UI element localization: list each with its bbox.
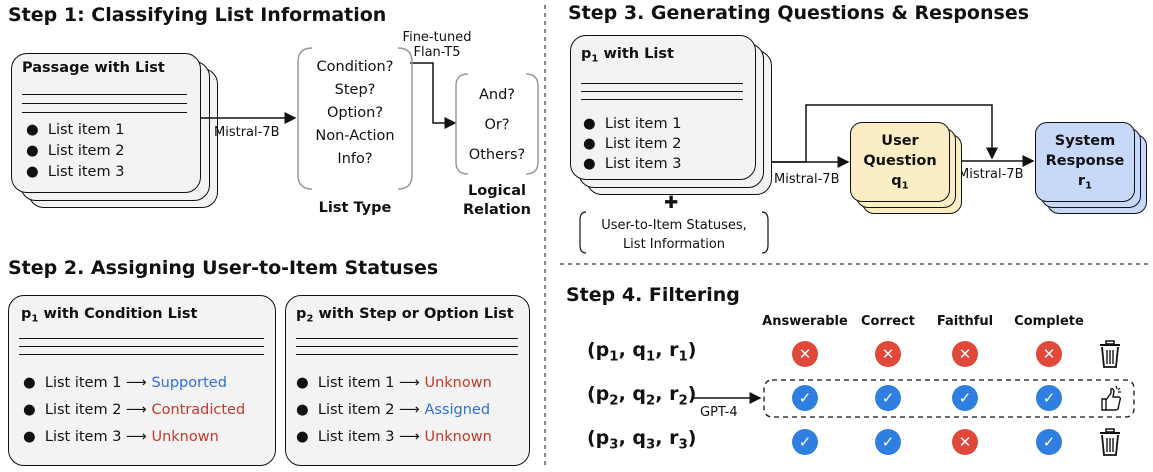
list-type-label: List Type	[318, 200, 392, 216]
judge-label: GPT-4	[700, 405, 738, 420]
divider	[19, 354, 264, 355]
divider	[581, 83, 743, 84]
list-item: ● List item 3	[26, 164, 125, 180]
status-row: ● List item 2 ⟶ Contradicted	[23, 402, 246, 418]
status-row: ● List item 3 ⟶ Unknown	[296, 429, 492, 445]
step2-title: Step 2. Assigning User-to-Item Statuses	[8, 257, 439, 279]
divider	[296, 354, 518, 355]
list-item: ● List item 2	[26, 143, 125, 159]
divider	[296, 346, 518, 347]
brace	[397, 47, 413, 190]
card-title: p2 with Step or Option List	[296, 306, 514, 325]
triple-label: (p2, q2, r2)	[587, 383, 697, 409]
brace	[297, 47, 313, 190]
passage-card: Passage with List ● List item 1 ● List i…	[11, 53, 201, 193]
status-row: ● List item 1 ⟶ Unknown	[296, 375, 492, 391]
divider	[581, 99, 743, 100]
divider	[22, 103, 187, 104]
cross-icon: ✕	[875, 341, 901, 367]
list-item: ● List item 1	[26, 122, 125, 138]
triple-label: (p1, q1, r1)	[587, 339, 697, 365]
triple-label: (p3, q3, r3)	[587, 427, 697, 453]
check-icon: ✓	[792, 429, 818, 455]
check-icon: ✓	[952, 385, 978, 411]
column-header-faithful: Faithful	[936, 314, 994, 329]
model-label: Mistral-7B	[774, 172, 840, 187]
step-option-list-card: p2 with Step or Option List ● List item …	[285, 295, 530, 466]
divider	[19, 346, 264, 347]
step4-title: Step 4. Filtering	[566, 284, 740, 306]
list-item: ● List item 1	[583, 116, 682, 132]
list-item: ● List item 3	[583, 156, 682, 172]
brace	[761, 211, 769, 254]
check-icon: ✓	[1036, 429, 1062, 455]
divider	[581, 91, 743, 92]
passing-row-box	[763, 379, 1135, 418]
card-title: p1 with Condition List	[21, 306, 198, 325]
trash-icon	[1098, 339, 1122, 369]
brace	[525, 73, 539, 175]
status-row: ● List item 1 ⟶ Supported	[23, 375, 227, 391]
cross-icon: ✕	[952, 341, 978, 367]
check-icon: ✓	[1036, 385, 1062, 411]
model-label: Mistral-7B	[958, 167, 1024, 182]
divider	[296, 338, 518, 339]
check-icon: ✓	[792, 385, 818, 411]
thumbs-up-icon	[1096, 383, 1124, 413]
divider	[22, 94, 187, 95]
condition-list-card: p1 with Condition List ● List item 1 ⟶ S…	[8, 295, 276, 466]
brace	[579, 211, 587, 254]
card-title: p1 with List	[581, 46, 674, 65]
trash-icon	[1098, 427, 1122, 457]
column-header-correct: Correct	[860, 314, 916, 329]
list-item: ● List item 2	[583, 136, 682, 152]
cross-icon: ✕	[1036, 341, 1062, 367]
plus-icon: ✚	[664, 193, 679, 213]
step1-title: Step 1: Classifying List Information	[8, 4, 387, 26]
model-label: Mistral-7B	[214, 125, 280, 140]
status-row: ● List item 3 ⟶ Unknown	[23, 429, 219, 445]
extra-inputs: User-to-Item Statuses,List Information	[601, 218, 747, 252]
divider	[19, 338, 264, 339]
check-icon: ✓	[875, 429, 901, 455]
cross-icon: ✕	[792, 341, 818, 367]
column-header-complete: Complete	[1014, 314, 1084, 329]
list-type-options: Condition? Step? Option? Non-Action Info…	[315, 59, 395, 167]
p1-list-card: p1 with List ● List item 1 ● List item 2…	[570, 35, 756, 180]
brace	[455, 73, 469, 175]
cross-icon: ✕	[952, 429, 978, 455]
divider	[22, 112, 187, 113]
check-icon: ✓	[875, 385, 901, 411]
relation-options: And? Or? Others?	[468, 87, 526, 163]
step3-title: Step 3. Generating Questions & Responses	[568, 2, 1030, 24]
status-row: ● List item 2 ⟶ Assigned	[296, 402, 491, 418]
passage-title: Passage with List	[22, 60, 165, 76]
column-header-answerable: Answerable	[762, 314, 848, 329]
arrow	[410, 62, 457, 129]
